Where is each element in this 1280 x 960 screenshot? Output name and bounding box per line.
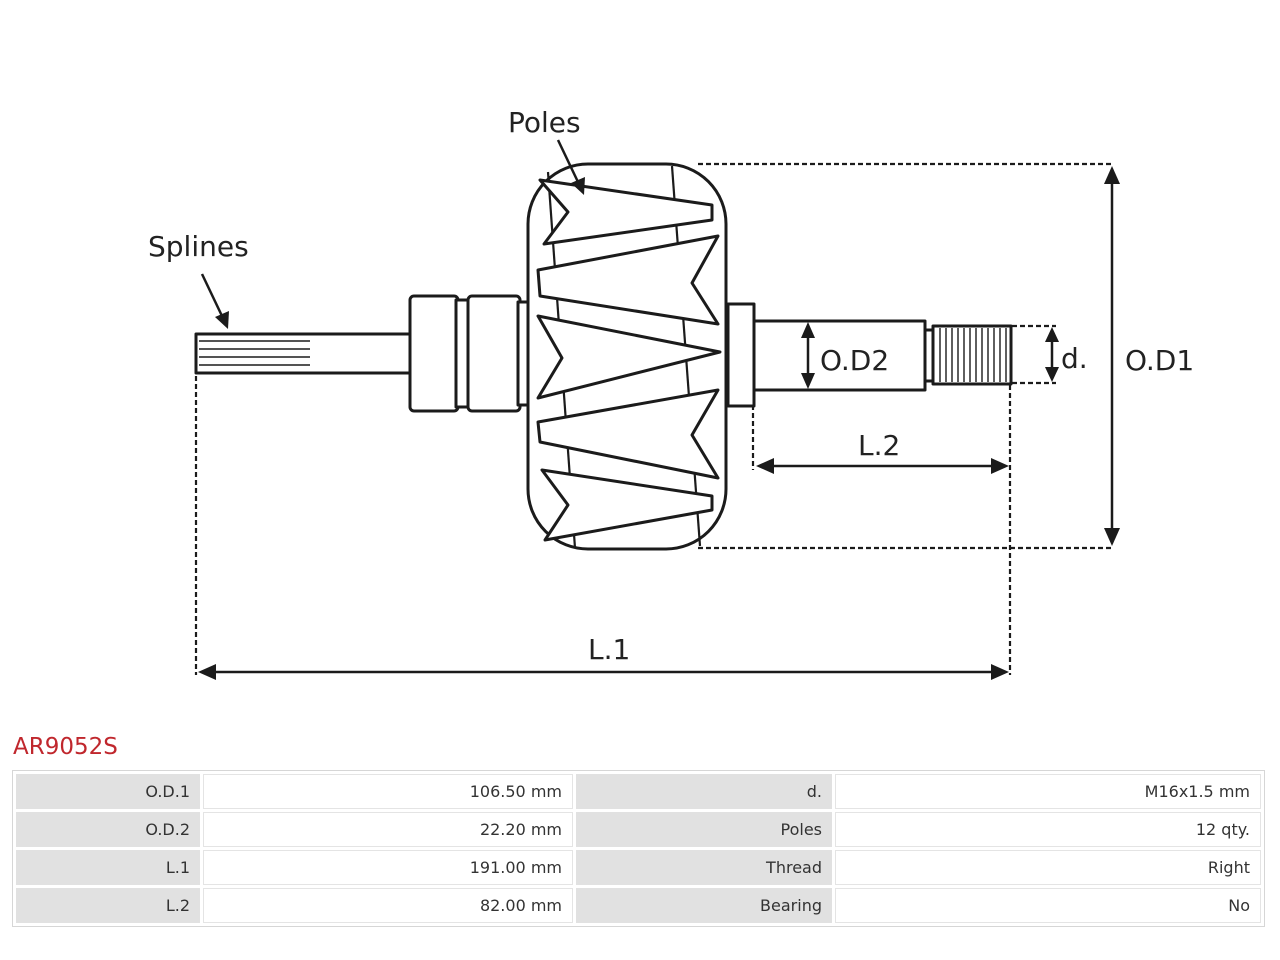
spec-label: d. — [576, 774, 832, 809]
d-label: d. — [1061, 342, 1088, 375]
spec-value: 22.20 mm — [203, 812, 573, 847]
table-row: O.D.2 22.20 mm Poles 12 qty. — [16, 812, 1261, 847]
rotor-diagram: Poles Splines O.D2 d. O.D1 L.2 L.1 — [148, 106, 1194, 680]
spec-label: O.D.2 — [16, 812, 200, 847]
spec-value: 82.00 mm — [203, 888, 573, 923]
spec-label: L.2 — [16, 888, 200, 923]
table-row: L.2 82.00 mm Bearing No — [16, 888, 1261, 923]
l2-dimension — [756, 458, 1009, 474]
spline-shaft — [194, 332, 416, 375]
spline-grooves — [199, 340, 310, 366]
splines-label: Splines — [148, 230, 249, 263]
spec-value: Right — [835, 850, 1261, 885]
spec-label: O.D.1 — [16, 774, 200, 809]
slip-ring-collars — [408, 294, 534, 413]
spec-label: Thread — [576, 850, 832, 885]
d-dimension — [1045, 327, 1059, 382]
table-row: O.D.1 106.50 mm d. M16x1.5 mm — [16, 774, 1261, 809]
l1-dimension — [198, 664, 1009, 680]
spec-value: No — [835, 888, 1261, 923]
l1-label: L.1 — [588, 633, 630, 666]
extension-lines — [194, 162, 1112, 675]
od2-dimension — [801, 322, 815, 389]
table-row: L.1 191.00 mm Thread Right — [16, 850, 1261, 885]
l2-label: L.2 — [858, 429, 900, 462]
pole-fingers — [536, 178, 722, 542]
od1-label: O.D1 — [1125, 344, 1194, 377]
spec-value: 12 qty. — [835, 812, 1261, 847]
poles-leader — [556, 139, 585, 195]
poles-label: Poles — [508, 106, 581, 139]
part-code: AR9052S — [13, 734, 118, 760]
spec-label: L.1 — [16, 850, 200, 885]
od2-label: O.D2 — [820, 344, 889, 377]
spec-table: O.D.1 106.50 mm d. M16x1.5 mm O.D.2 22.2… — [12, 770, 1265, 927]
right-shaft — [726, 302, 1013, 408]
thread-lines — [939, 328, 1007, 382]
spec-value: M16x1.5 mm — [835, 774, 1261, 809]
spec-label: Poles — [576, 812, 832, 847]
spec-value: 191.00 mm — [203, 850, 573, 885]
spec-label: Bearing — [576, 888, 832, 923]
spec-value: 106.50 mm — [203, 774, 573, 809]
splines-leader — [200, 273, 229, 329]
rotor-body — [526, 162, 728, 551]
od1-dimension — [1104, 166, 1120, 546]
